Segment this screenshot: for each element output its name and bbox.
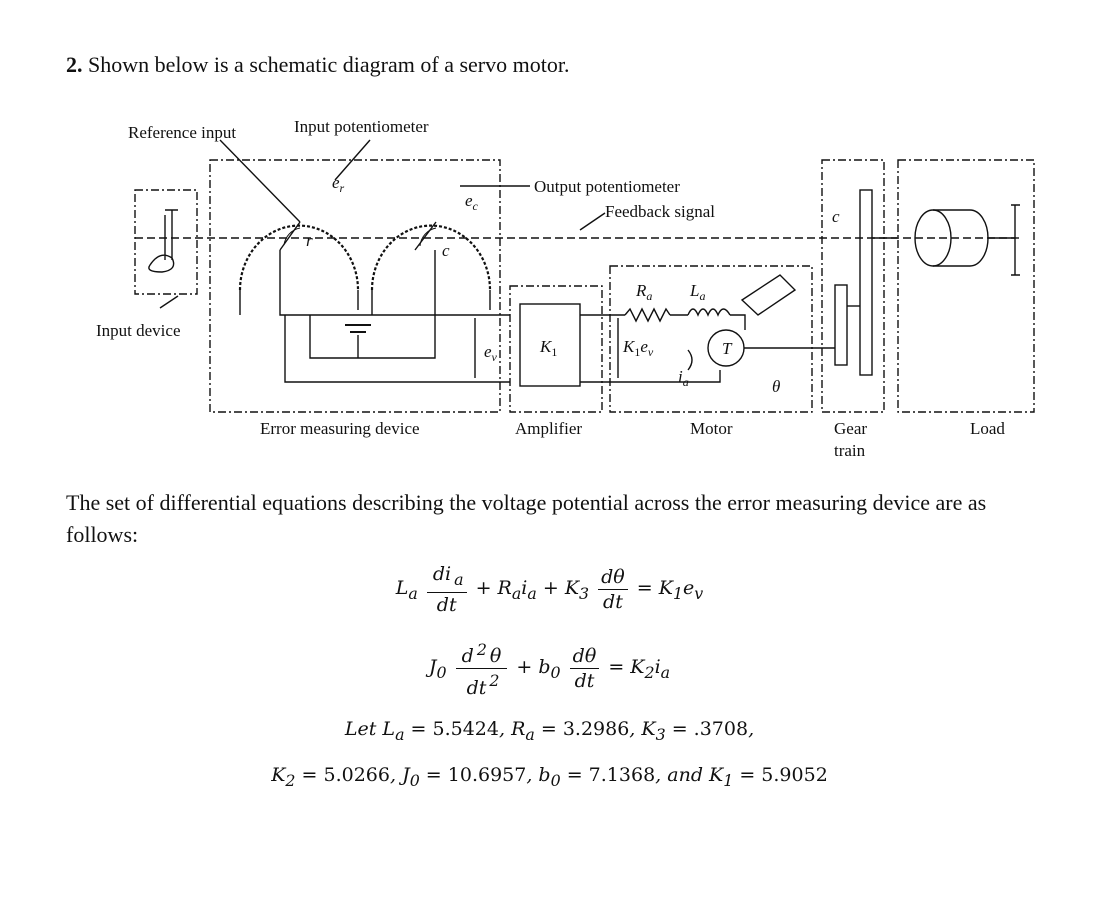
symbol-k1: K1: [539, 337, 557, 359]
inductor-la: [687, 308, 731, 317]
symbol-r: r: [306, 231, 313, 250]
input-potentiometer-coil: [238, 224, 360, 291]
motor-wire: [610, 314, 746, 383]
gear-train-box: [821, 159, 885, 413]
train-label: train: [834, 441, 866, 460]
input-device-label: Input device: [96, 321, 181, 340]
gear-large: [859, 189, 873, 376]
error-measuring-box: [209, 159, 501, 413]
resistor-ra: [624, 307, 671, 323]
symbol-ec: ec: [465, 191, 479, 213]
symbol-ev: ev: [484, 342, 498, 364]
servo-motor-schematic: Reference input Input potentiometer Outp…: [96, 117, 1035, 460]
error-measuring-device-label: Error measuring device: [260, 419, 420, 438]
load-box: [897, 159, 1035, 413]
gear-label: Gear: [834, 419, 867, 438]
question-heading: 2. Shown below is a schematic diagram of…: [66, 52, 569, 78]
symbol-c: c: [442, 241, 450, 260]
question-text: Shown below is a schematic diagram of a …: [88, 52, 570, 77]
error-wire-top: [279, 250, 510, 316]
symbol-ia: ia: [678, 367, 689, 389]
motor-label: Motor: [690, 419, 733, 438]
symbol-ra: Ra: [635, 281, 652, 303]
parameter-line-2: K2 = 5.0266, J0 = 10.6957, b0 = 7.1368, …: [271, 764, 828, 790]
symbol-k1ev: K1ev: [622, 337, 654, 359]
error-wire-bottom: [284, 315, 510, 383]
symbol-er: er: [332, 173, 345, 195]
symbol-la: La: [689, 281, 705, 303]
amplifier-block: [519, 303, 581, 387]
reference-input-label: Reference input: [128, 123, 236, 142]
input-potentiometer-label: Input potentiometer: [294, 117, 429, 136]
symbol-theta: θ: [772, 377, 780, 396]
amplifier-label: Amplifier: [515, 419, 582, 438]
description-paragraph: The set of differential equations descri…: [66, 490, 987, 547]
symbol-c-gear: c: [832, 207, 840, 226]
amplifier-box: [509, 285, 603, 413]
error-wire-battery: [309, 250, 436, 359]
parameter-line-1: Let La = 5.5424, Ra = 3.2986, K3 = .3708…: [344, 718, 755, 744]
motor-box: [609, 265, 813, 413]
symbol-torque: T: [722, 339, 733, 358]
input-device-box: [134, 189, 198, 295]
input-knob: [148, 209, 178, 273]
feedback-signal-label: Feedback signal: [605, 202, 715, 221]
question-number: 2.: [66, 52, 83, 77]
output-potentiometer-coil: [370, 224, 492, 291]
output-potentiometer-label: Output potentiometer: [534, 177, 680, 196]
gear-small: [834, 284, 848, 366]
load-label: Load: [970, 419, 1005, 438]
